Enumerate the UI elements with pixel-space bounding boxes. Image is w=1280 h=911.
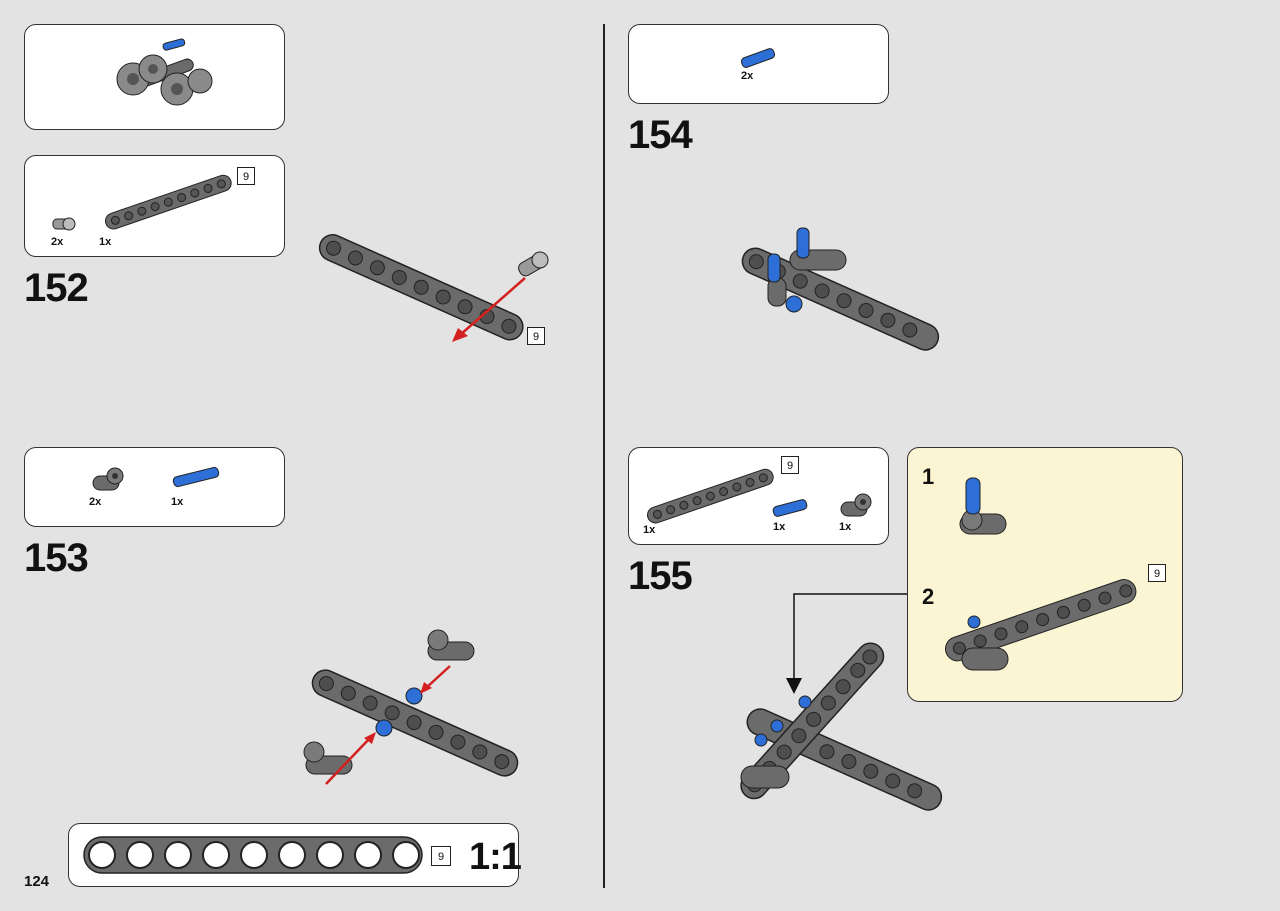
- page-divider: [603, 24, 605, 888]
- step-155-number: 155: [628, 554, 693, 598]
- blue-pin-icon: [172, 466, 220, 488]
- step-152-part-1-qty: 2x: [51, 236, 64, 248]
- step-153-number: 153: [24, 536, 89, 580]
- step-154-build-illustration: [741, 227, 940, 351]
- step-152-build-illustration: [318, 234, 549, 342]
- step-155-build-illustration: [740, 642, 943, 811]
- scale-ruler-box: 9 1:1: [68, 823, 522, 887]
- blue-pin-icon: [772, 499, 808, 517]
- callout-pointer-arrow: [786, 593, 907, 694]
- step-152-part-2-qty: 1x: [99, 236, 112, 248]
- step-152-callout-badge: 9: [527, 327, 545, 345]
- scale-label: 1:1: [469, 836, 522, 878]
- angle-connector-icon: [840, 493, 872, 517]
- step-153-build-illustration: [303, 629, 519, 785]
- previous-result-box: [24, 24, 285, 130]
- beam-9-icon: [647, 468, 774, 524]
- step-153-part-2-qty: 1x: [171, 496, 184, 508]
- step-152-parts-box: 2x 1x 9: [24, 155, 285, 257]
- step-153-parts-box: 2x 1x: [24, 447, 285, 527]
- connector-pin-icon: [52, 217, 76, 231]
- page-number: 124: [24, 873, 50, 890]
- step-153-part-1-qty: 2x: [89, 496, 102, 508]
- step-154-number: 154: [628, 113, 693, 157]
- substep-2-label: 2: [922, 584, 935, 609]
- beam-9-actual-size: [83, 836, 423, 874]
- step-152-length-badge: 9: [237, 167, 255, 185]
- substep-1-label: 1: [922, 464, 935, 489]
- substep-2-illustration: [944, 579, 1137, 671]
- angle-connector-icon: [92, 467, 124, 491]
- blue-pin-icon: [740, 48, 776, 68]
- step-155-part-3-qty: 1x: [839, 521, 852, 533]
- axle-assembly-illustration: [116, 38, 213, 106]
- step-155-parts-box: 1x 9 1x 1x: [628, 447, 889, 545]
- substep-2-badge: 9: [1148, 564, 1166, 582]
- step-154-part-1-qty: 2x: [741, 70, 754, 82]
- step-155-part-1-qty: 1x: [643, 524, 656, 536]
- scale-ruler-badge: 9: [431, 846, 451, 866]
- beam-9-icon: [105, 174, 232, 230]
- step-154-parts-box: 2x: [628, 24, 889, 104]
- step-152-number: 152: [24, 266, 89, 310]
- step-155-length-badge: 9: [781, 456, 799, 474]
- step-155-callout: 1 2 9: [907, 447, 1183, 702]
- step-155-part-2-qty: 1x: [773, 521, 786, 533]
- substep-1-illustration: [959, 477, 1007, 535]
